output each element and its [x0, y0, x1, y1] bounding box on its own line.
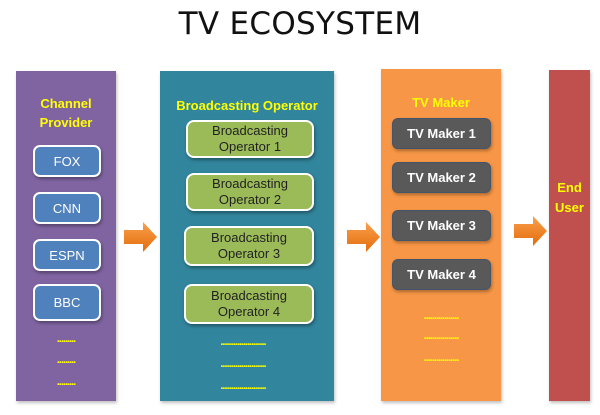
tv-maker-ellipsis: .................: [423, 330, 460, 342]
end-user-heading: End User: [555, 180, 584, 215]
tv-maker-box-1[interactable]: TV Maker 1: [392, 118, 491, 149]
tv-maker-heading: TV Maker: [412, 95, 470, 110]
operator-ellipsis: ......................: [220, 358, 266, 370]
tv-maker-column: TV Maker TV Maker 1 TV Maker 2 TV Maker …: [381, 69, 501, 401]
tv-maker-box-2[interactable]: TV Maker 2: [392, 162, 491, 193]
channel-provider-column: Channel Provider FOX CNN ESPN BBC ......…: [16, 71, 116, 401]
end-user-column: End User: [549, 70, 590, 401]
channel-box-fox[interactable]: FOX: [33, 145, 101, 177]
arrow-right-icon: [514, 216, 547, 246]
arrow-right-icon: [347, 222, 380, 252]
channel-ellipsis: .........: [56, 354, 77, 366]
tv-maker-box-4[interactable]: TV Maker 4: [392, 259, 491, 290]
channel-ellipsis: .........: [56, 333, 77, 345]
broadcasting-operator-heading: Broadcasting Operator: [176, 98, 318, 113]
arrow-right-icon: [124, 222, 157, 252]
operator-ellipsis: ......................: [220, 380, 266, 392]
diagram-title: TV ECOSYSTEM: [178, 6, 422, 42]
tv-maker-ellipsis: .................: [423, 310, 460, 322]
channel-provider-heading: Channel Provider: [39, 96, 93, 130]
tv-maker-box-3[interactable]: TV Maker 3: [392, 210, 491, 241]
channel-ellipsis: .........: [56, 376, 77, 388]
operator-ellipsis: ......................: [220, 336, 266, 348]
channel-box-cnn[interactable]: CNN: [33, 192, 101, 224]
channel-box-espn[interactable]: ESPN: [33, 239, 101, 271]
tv-maker-ellipsis: .................: [423, 352, 460, 364]
channel-box-bbc[interactable]: BBC: [33, 284, 101, 321]
